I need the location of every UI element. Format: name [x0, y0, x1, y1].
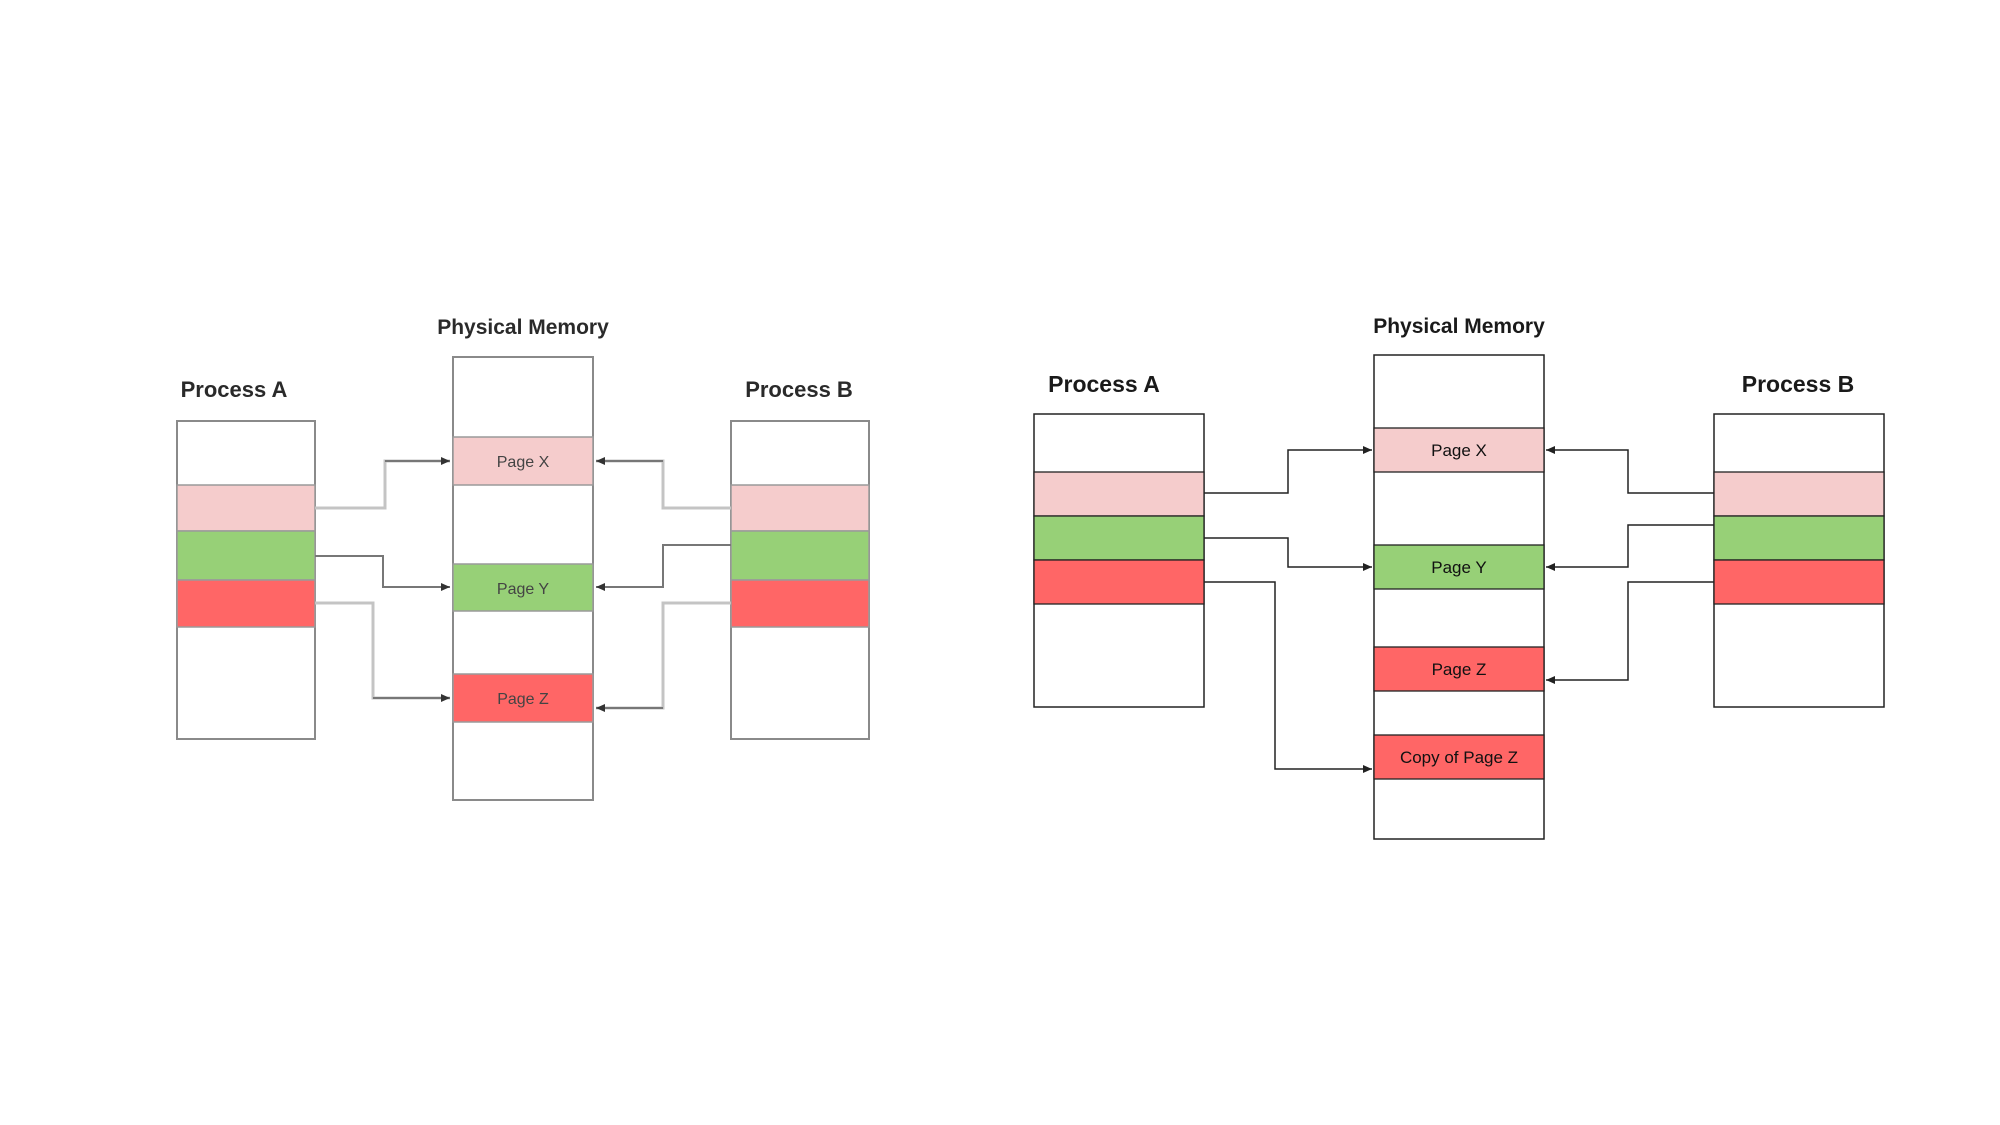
- physical-page-z: [1373, 646, 1545, 692]
- physical-copy-of-page-z: [1373, 734, 1545, 780]
- process-a-title: Process A: [1048, 371, 1160, 397]
- physical-page-y: [452, 563, 594, 612]
- process-b-page-y-entry: [730, 530, 870, 581]
- connector-a-page-y: [315, 555, 450, 591]
- process-a-page-z-entry: [1033, 559, 1205, 605]
- process-a-memory: [1033, 413, 1205, 708]
- page-x-label: Page X: [1431, 441, 1487, 460]
- copy-of-page-z-label: Copy of Page Z: [1400, 748, 1518, 767]
- process-b-page-z-entry: [1713, 559, 1885, 605]
- physical-page-z: [452, 673, 594, 723]
- process-b-memory: [730, 420, 870, 740]
- process-b-title: Process B: [1742, 371, 1855, 397]
- page-z-label: Page Z: [1432, 660, 1487, 679]
- process-b-page-z-entry: [730, 579, 870, 628]
- process-b-memory: [1713, 413, 1885, 708]
- process-a-page-z-entry: [176, 579, 316, 628]
- process-b-page-x-entry: [730, 484, 870, 532]
- connector-a-page-z: [315, 601, 450, 700]
- connector-b-page-z: [1546, 581, 1714, 684]
- process-b-page-x-entry: [1713, 471, 1885, 517]
- connector-b-page-x: [1546, 446, 1714, 494]
- process-a-page-x-entry: [1033, 471, 1205, 517]
- page-x-label: Page X: [497, 454, 550, 471]
- physical-page-y: [1373, 544, 1545, 590]
- process-b-title: Process B: [745, 377, 853, 402]
- physical-page-x: [1373, 427, 1545, 473]
- process-a-title: Process A: [181, 377, 288, 402]
- connector-b-page-z: [596, 601, 731, 710]
- process-a-page-x-entry: [176, 484, 316, 532]
- connector-b-page-y: [596, 544, 731, 591]
- process-b-page-y-entry: [1713, 515, 1885, 561]
- page-y-label: Page Y: [1431, 558, 1486, 577]
- process-a-page-y-entry: [1033, 515, 1205, 561]
- page-y-label: Page Y: [497, 581, 550, 598]
- connector-a-page-x: [1204, 446, 1372, 494]
- physical-memory: Page X Page Y Page Z: [452, 356, 594, 801]
- connector-a-page-y: [1204, 537, 1372, 571]
- connector-a-copy-of-page-z: [1204, 581, 1372, 773]
- page-z-label: Page Z: [497, 691, 549, 708]
- diagram-after: Physical Memory Process A Process B Page…: [1033, 315, 1885, 840]
- physical-page-x: [452, 436, 594, 486]
- connector-b-page-x: [596, 459, 731, 510]
- physical-memory-title: Physical Memory: [1373, 315, 1545, 338]
- connector-b-page-y: [1546, 524, 1714, 571]
- process-a-memory: [176, 420, 316, 740]
- connector-a-page-x: [315, 459, 450, 510]
- diagram-before: Physical Memory Process A Process B Page…: [176, 316, 870, 801]
- physical-memory: Page X Page Y Page Z Copy of Page Z: [1373, 354, 1545, 840]
- physical-memory-title: Physical Memory: [437, 316, 609, 339]
- process-a-page-y-entry: [176, 530, 316, 581]
